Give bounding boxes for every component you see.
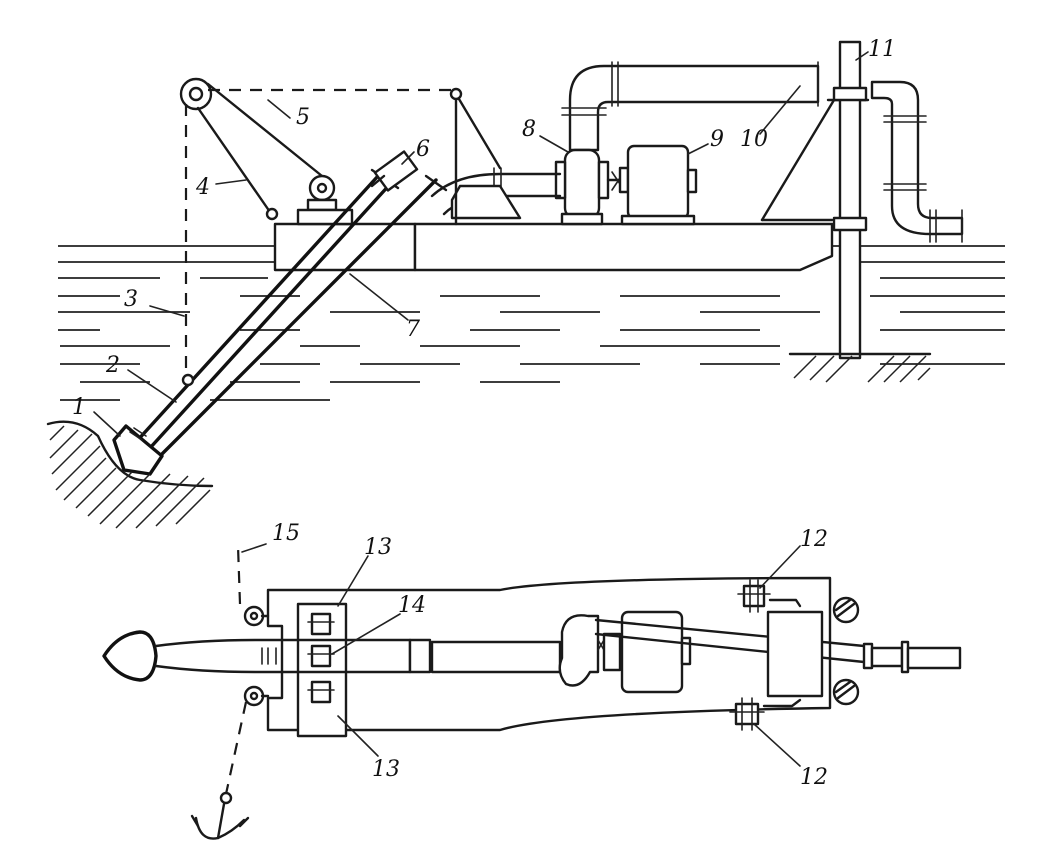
bow-fairleads xyxy=(224,545,270,795)
suction-ladder xyxy=(134,168,448,458)
spud-pile xyxy=(832,40,868,360)
label-3: 3 xyxy=(124,287,138,312)
label-13-bottom: 13 xyxy=(372,757,400,782)
boom-derrick xyxy=(179,77,324,221)
label-11: 11 xyxy=(868,37,896,62)
label-12-top: 12 xyxy=(800,527,828,552)
mooring-winches xyxy=(729,579,802,731)
anchor-icon xyxy=(190,791,250,840)
label-10: 10 xyxy=(740,127,768,152)
label-5: 5 xyxy=(296,105,310,130)
label-4: 4 xyxy=(195,175,210,200)
label-14: 14 xyxy=(398,593,426,618)
label-9: 9 xyxy=(710,127,724,152)
electric-motor xyxy=(620,144,698,226)
seabed-left xyxy=(46,420,214,529)
hoist-winch xyxy=(296,174,354,226)
outfall-pipe xyxy=(870,80,964,243)
pontoon-hull xyxy=(273,222,834,272)
dredge-pump xyxy=(554,148,610,226)
label-13-top: 13 xyxy=(364,535,392,560)
label-1: 1 xyxy=(72,395,86,420)
label-8: 8 xyxy=(522,117,536,142)
leader-lines-plan xyxy=(241,543,801,767)
leader-lines-side xyxy=(93,51,869,437)
plan-cutter xyxy=(102,630,432,682)
label-15: 15 xyxy=(272,521,300,546)
cutter-head xyxy=(112,424,164,476)
water-surface xyxy=(58,245,1005,401)
shaft-coupling xyxy=(606,166,630,194)
suction-pipe-bend xyxy=(430,167,562,220)
discharge-pipeline xyxy=(561,61,820,152)
cutter-motor xyxy=(370,150,419,192)
hoist-rope xyxy=(184,88,454,378)
plan-pump-motor xyxy=(558,610,692,694)
plan-suction-tube xyxy=(430,640,562,674)
label-6: 6 xyxy=(416,137,430,162)
label-12-bottom: 12 xyxy=(800,765,828,790)
winch-block xyxy=(296,602,348,738)
plan-spud-piles xyxy=(832,596,860,706)
label-7: 7 xyxy=(406,317,420,342)
gantry-frame xyxy=(449,87,502,226)
seabed-right xyxy=(788,352,932,383)
label-2: 2 xyxy=(105,353,120,378)
plan-stern-frame xyxy=(766,610,824,698)
